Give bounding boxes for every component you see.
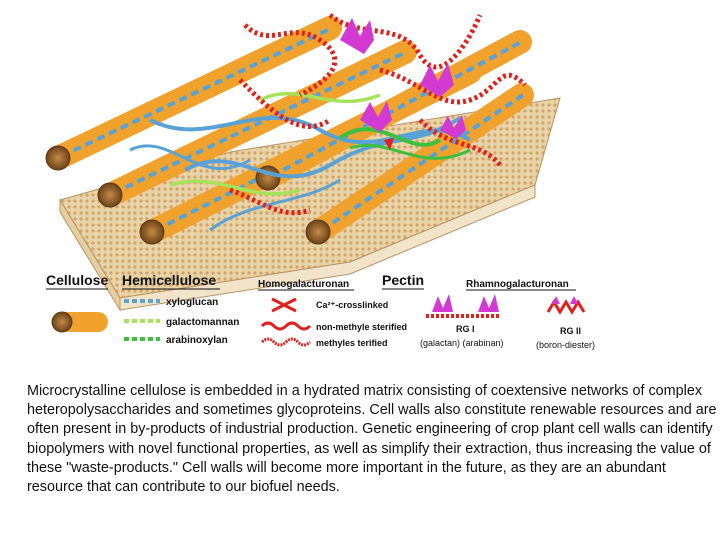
rhamnogalacturonan-clusters — [340, 18, 466, 150]
non-methyl-esterified-swatch — [260, 321, 312, 331]
legend-label-rg1: RG I — [456, 324, 475, 334]
legend-heading-homogalacturonan: Homogalacturonan — [258, 279, 349, 290]
methyl-esterified-swatch — [260, 337, 312, 347]
caption-paragraph: Microcrystalline cellulose is embedded i… — [27, 383, 717, 496]
cell-wall-diagram: Cellulose Hemicellulose Pectin Homogalac… — [45, 13, 595, 350]
hemicellulose-network — [129, 91, 472, 232]
legend-label-methyl-esterified: methyles terified — [316, 338, 388, 348]
cellulose-fibrils — [45, 16, 534, 245]
legend-heading-hemicellulose: Hemicellulose — [122, 272, 216, 288]
legend-heading-rhamnogalacturonan: Rhamnogalacturonan — [466, 279, 569, 290]
legend-label-arabinoxylan: arabinoxylan — [166, 335, 228, 346]
homogalacturonan-chains — [229, 13, 527, 216]
legend-label-non-methyl-esterified: non-methyle sterified — [316, 322, 407, 332]
cellulose-fibril — [97, 40, 417, 208]
legend-label-ca-crosslinked: Ca²⁺-crosslinked — [316, 300, 388, 310]
legend-label-rg1-sub: (galactan) (arabinan) — [420, 338, 504, 348]
legend-heading-cellulose: Cellulose — [46, 272, 108, 288]
legend: Cellulose Hemicellulose Pectin Homogalac… — [46, 272, 595, 350]
cellulose-swatch — [51, 311, 108, 333]
legend-label-rg2-sub: (boron-diester) — [536, 340, 595, 350]
cellulose-fibril — [305, 83, 534, 245]
legend-heading-pectin: Pectin — [382, 272, 424, 288]
rg1-swatch — [426, 294, 500, 318]
ca-crosslinked-swatch — [271, 297, 297, 313]
rg2-swatch — [546, 296, 586, 315]
legend-label-xyloglucan: xyloglucan — [166, 297, 218, 308]
cellulose-fibril — [45, 16, 342, 171]
legend-label-rg2: RG II — [560, 326, 581, 336]
legend-label-galactomannan: galactomannan — [166, 317, 239, 328]
